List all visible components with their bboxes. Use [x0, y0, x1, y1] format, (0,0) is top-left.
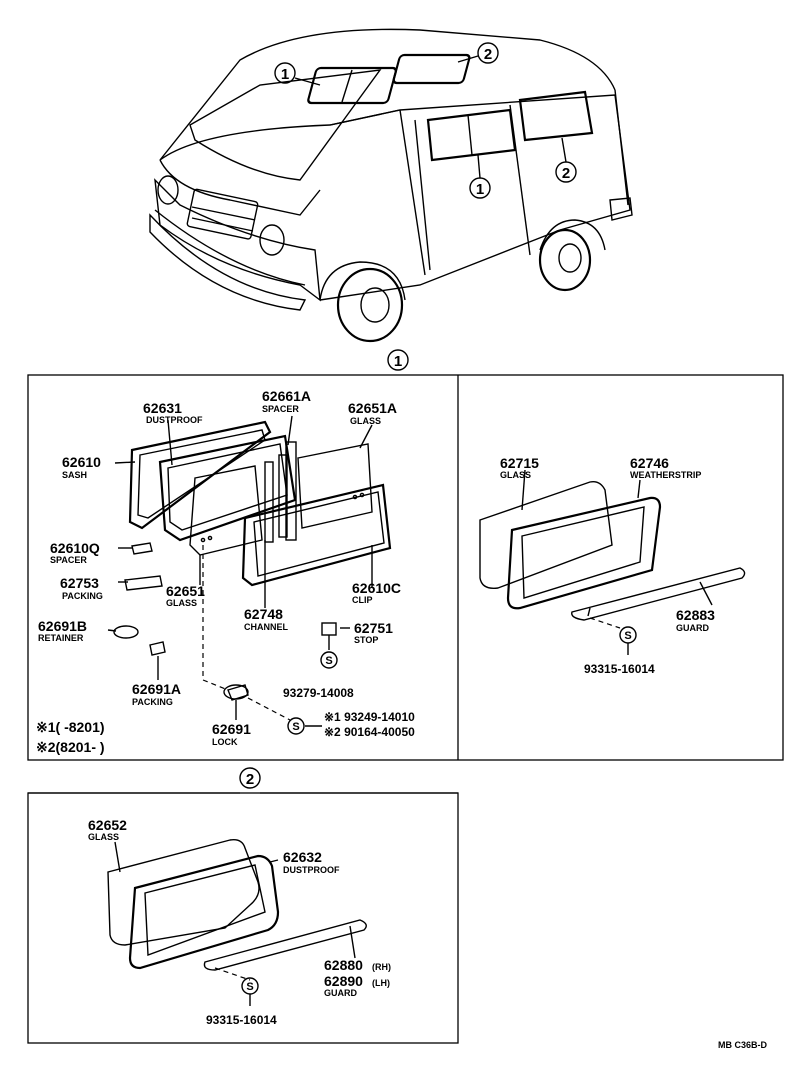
part-number-62715: 62715: [500, 455, 539, 471]
part-number-62751: 62751: [354, 620, 393, 636]
part-number-62610: 62610: [62, 454, 101, 470]
part-label-stop: STOP: [354, 635, 378, 645]
part-label-dustproof: DUSTPROOF: [146, 415, 203, 425]
part-number-62632: 62632: [283, 849, 322, 865]
part-number-62661a: 62661A: [262, 388, 311, 404]
part-number-62890: 62890: [324, 973, 363, 989]
part-number-62651a: 62651A: [348, 400, 397, 416]
guard-rh-suffix: (RH): [372, 962, 391, 972]
van-illustration: 1 2 1 2: [149, 28, 633, 343]
part-label-packing: PACKING: [62, 591, 103, 601]
part-label-spacer-a: SPACER: [262, 404, 299, 414]
part-label-clip: CLIP: [352, 595, 373, 605]
section1-callout: 1: [394, 353, 402, 370]
part-label-dustproof-62632: DUSTPROOF: [283, 865, 340, 875]
part-label-weatherstrip: WEATHERSTRIP: [630, 470, 701, 480]
screw-part-90164: ※2 90164-40050: [324, 725, 415, 739]
part-label-guard: GUARD: [676, 623, 709, 633]
section1-frame: [27, 374, 784, 761]
part-number-62883: 62883: [676, 607, 715, 623]
diagram-code: MB C36B-D: [718, 1040, 768, 1050]
part-label-retainer: RETAINER: [38, 633, 84, 643]
screw-mark-s3: S: [624, 630, 631, 642]
applicability-note-1: ※1( -8201): [36, 719, 105, 735]
screw-mark-s1: S: [325, 655, 332, 667]
section2-exploded-drawing: [107, 838, 367, 981]
screw-part-93249: ※1 93249-14010: [324, 710, 415, 724]
part-number-62652: 62652: [88, 817, 127, 833]
section2-frame: [27, 792, 459, 1044]
part-number-62746: 62746: [630, 455, 669, 471]
section1-right-drawing: [479, 469, 746, 629]
van-callout-1a: 1: [281, 66, 289, 83]
part-number-62610c: 62610C: [352, 580, 401, 596]
part-label-lock: LOCK: [212, 737, 238, 747]
van-callout-1b: 1: [476, 181, 484, 198]
part-label-glass-62715: GLASS: [500, 470, 531, 480]
part-number-62631: 62631: [143, 400, 182, 416]
part-label-glass: GLASS: [166, 598, 197, 608]
screw-part-93315-a: 93315-16014: [584, 662, 655, 676]
screw-mark-s2: S: [292, 721, 299, 733]
part-label-spacer-q: SPACER: [50, 555, 87, 565]
part-number-62691: 62691: [212, 721, 251, 737]
section1-exploded-drawing: [107, 415, 392, 727]
part-label-sash: SASH: [62, 470, 87, 480]
section-2: 2 62652 GLASS 62632 DUSTPROOF 62880 (RH)…: [27, 767, 459, 1044]
van-callout-2b: 2: [562, 165, 570, 182]
applicability-note-2: ※2(8201- ): [36, 739, 105, 755]
guard-lh-suffix: (LH): [372, 978, 390, 988]
part-number-62610q: 62610Q: [50, 540, 100, 556]
van-callout-2a: 2: [484, 46, 492, 63]
section-1: 1: [27, 349, 784, 761]
part-label-packing-a: PACKING: [132, 697, 173, 707]
part-number-62691a: 62691A: [132, 681, 181, 697]
part-number-62691b: 62691B: [38, 618, 87, 634]
part-label-glass-a: GLASS: [350, 416, 381, 426]
part-number-62651: 62651: [166, 583, 205, 599]
part-number-62748: 62748: [244, 606, 283, 622]
part-label-guard-2: GUARD: [324, 988, 357, 998]
screw-mark-s4: S: [246, 981, 253, 993]
screw-part-93315-b: 93315-16014: [206, 1013, 277, 1027]
section2-callout: 2: [246, 771, 254, 788]
part-label-glass-62652: GLASS: [88, 832, 119, 842]
part-number-62880: 62880: [324, 957, 363, 973]
screw-part-93279: 93279-14008: [283, 686, 354, 700]
part-number-62753: 62753: [60, 575, 99, 591]
part-label-channel: CHANNEL: [244, 622, 289, 632]
